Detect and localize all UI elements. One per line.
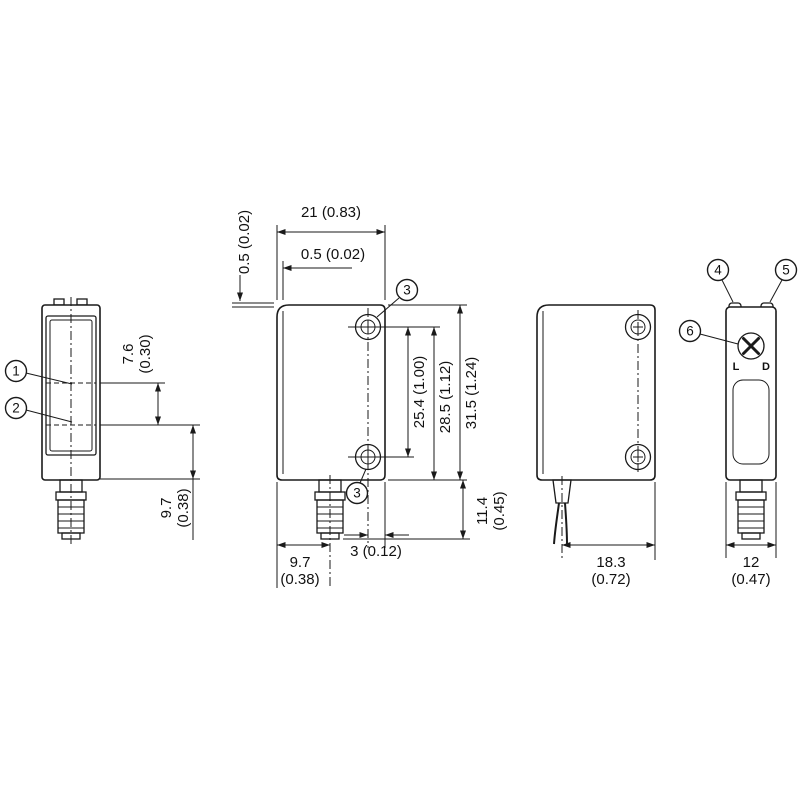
dim-axis-to-bottom-in: (0.38) xyxy=(175,488,192,527)
m8-connector xyxy=(55,479,87,540)
callout-3-bottom: 3 xyxy=(345,468,369,505)
front-view xyxy=(41,297,101,545)
rear-view: L D xyxy=(725,302,777,540)
cable xyxy=(552,479,572,545)
callout-5-circle xyxy=(774,258,798,282)
callout-2: 2 xyxy=(4,396,73,423)
side-view-dimensions: 21 (0.83) 0.5 (0.02) 0.5 (0.02) 25.4 (1.… xyxy=(232,204,508,588)
m8-connector xyxy=(735,479,767,540)
dim-hole-to-edge: 3 (0.12) xyxy=(350,543,402,560)
label-panel xyxy=(732,379,770,465)
dim-rear-width-mm: 12 xyxy=(743,554,760,571)
callout-3-top: 3 xyxy=(376,278,419,318)
dim-hole-spacing: 25.4 (1.00) xyxy=(411,356,428,429)
dim-connector-mm: 11.4 xyxy=(474,497,491,525)
dim-connector-offset-mm: 9.7 xyxy=(290,554,311,571)
label-l: L xyxy=(733,361,740,373)
sensor-body-outline xyxy=(536,304,656,481)
callout-3-circle xyxy=(345,481,369,505)
dim-axis-to-bottom-mm: 9.7 xyxy=(158,498,175,519)
wire-left xyxy=(553,502,560,545)
dim-height: 31.5 (1.24) xyxy=(463,357,480,430)
callout-1: 1 xyxy=(4,359,73,385)
dim-depth-mm: 18.3 xyxy=(596,554,625,571)
top-tab-left xyxy=(53,298,65,306)
top-tab-right xyxy=(76,298,88,306)
dim-step-front: 0.5 (0.02) xyxy=(301,246,365,263)
label-d: D xyxy=(762,361,770,373)
callout-6-circle xyxy=(678,319,702,343)
callout-2-circle xyxy=(4,396,28,420)
callout-3-circle xyxy=(395,278,419,302)
dim-axis-spacing-in: (0.30) xyxy=(137,334,154,373)
callout-5: 5 xyxy=(769,258,798,303)
cable-view-dimensions: 18.3 (0.72) xyxy=(562,482,656,588)
dim-step-top: 0.5 (0.02) xyxy=(236,210,253,274)
callout-3-number: 3 xyxy=(403,283,411,298)
callout-4-circle xyxy=(706,258,730,282)
rear-view-dimensions: 12 (0.47) xyxy=(725,482,777,588)
front-view-dimensions: 7.6 (0.30) 9.7 (0.38) xyxy=(100,334,200,540)
callout-2-number: 2 xyxy=(12,401,20,416)
cable-view xyxy=(536,304,656,560)
callout-6: 6 xyxy=(678,319,739,345)
dim-width: 21 (0.83) xyxy=(301,204,361,221)
callout-3-number: 3 xyxy=(353,486,361,501)
callout-6-number: 6 xyxy=(686,324,694,339)
dim-rear-width-in: (0.47) xyxy=(731,571,770,588)
dim-connector-in: (0.45) xyxy=(491,491,508,530)
callout-4-number: 4 xyxy=(714,263,722,278)
callout-1-number: 1 xyxy=(12,364,20,379)
callout-5-number: 5 xyxy=(782,263,790,278)
dim-hole-to-bottom: 28.5 (1.12) xyxy=(437,361,454,434)
wire-right xyxy=(564,502,568,545)
callout-1-circle xyxy=(4,359,28,383)
cable-gland xyxy=(552,479,572,504)
dim-axis-spacing-mm: 7.6 xyxy=(120,344,137,365)
sensor-body-outline xyxy=(276,304,386,481)
dim-connector-offset-in: (0.38) xyxy=(280,571,319,588)
callout-4: 4 xyxy=(706,258,734,303)
potentiometer-screw xyxy=(737,332,765,360)
dim-depth-in: (0.72) xyxy=(591,571,630,588)
